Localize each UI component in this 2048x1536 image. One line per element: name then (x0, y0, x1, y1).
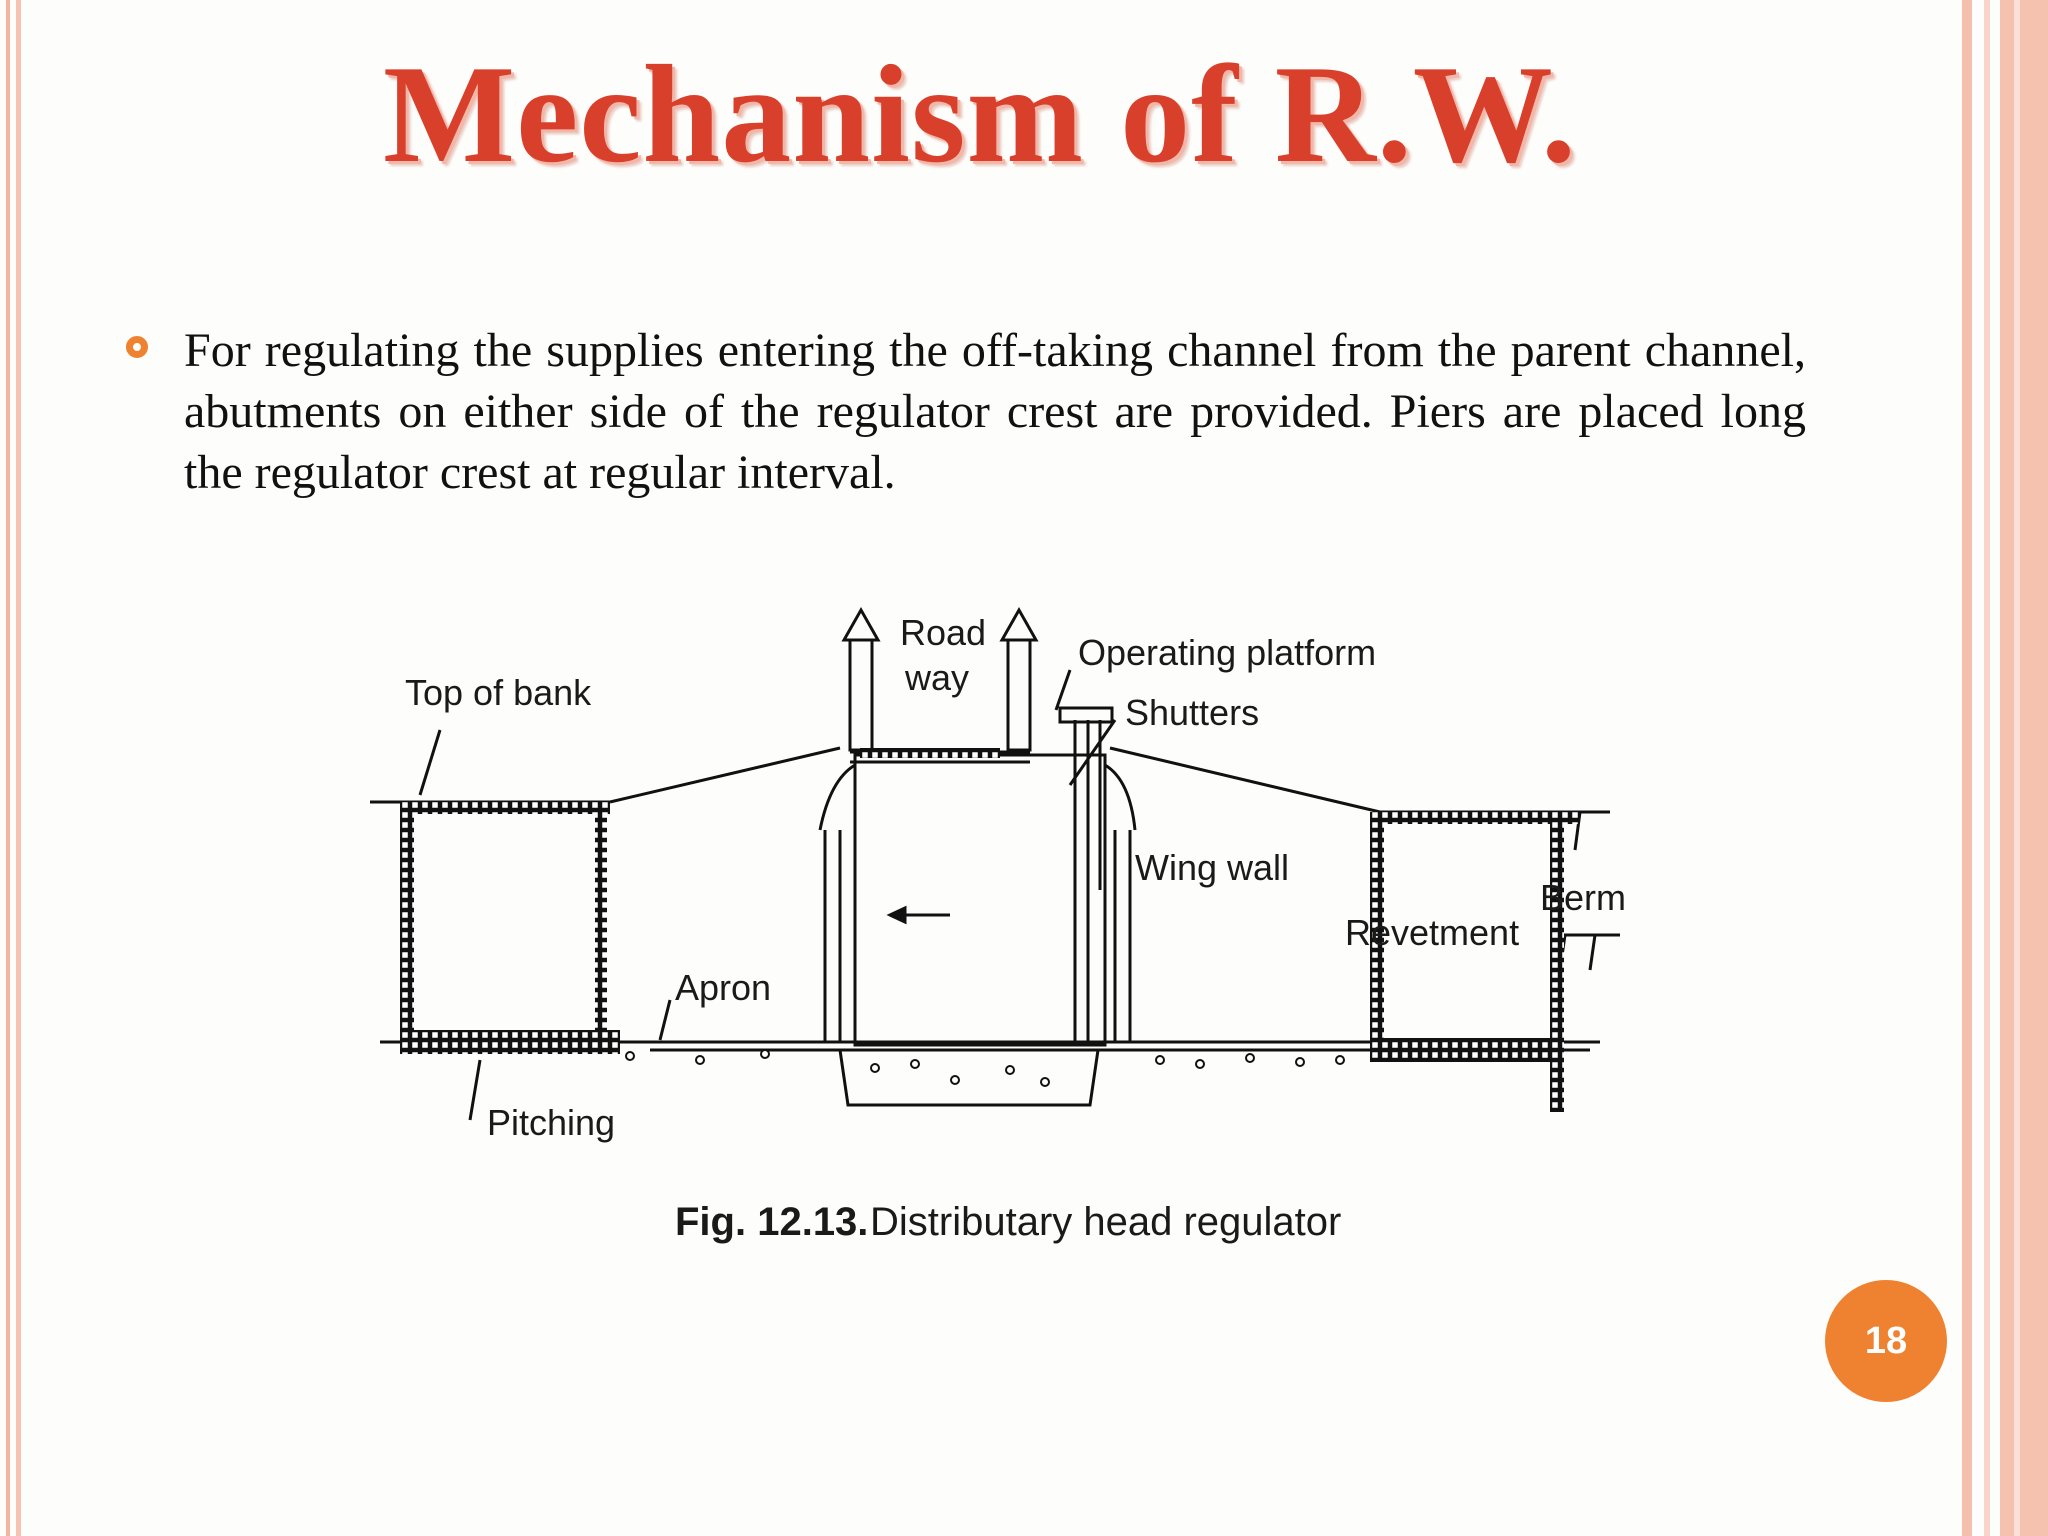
label-top-of-bank: Top of bank (405, 672, 592, 713)
road-post-cap-right (999, 606, 1039, 642)
operating-platform (1058, 706, 1114, 724)
leader-apron (658, 999, 672, 1041)
left-wing-slope (609, 746, 841, 804)
road-post-left (848, 638, 874, 752)
bullet-text: For regulating the supplies entering the… (184, 324, 1806, 499)
label-shutters: Shutters (1125, 692, 1259, 733)
label-berm: Berm (1540, 877, 1626, 918)
right-border-stripe (1984, 0, 1990, 1536)
leader-shutters (1068, 719, 1117, 786)
road-post-right (1006, 638, 1032, 752)
left-pier-head (818, 763, 856, 831)
label-operating-platform: Operating platform (1078, 632, 1376, 673)
right-border-stripe (1962, 0, 1972, 1536)
berm-tick (1588, 934, 1597, 971)
apron-stones (625, 1049, 1345, 1087)
road-post-cap-left (841, 606, 881, 642)
page-number-badge: 18 (1825, 1280, 1947, 1402)
right-pier-head (1104, 763, 1137, 831)
left-border-stripe (16, 0, 21, 1536)
right-wing-slope (1109, 746, 1381, 814)
right-border-stripe (2014, 0, 2020, 1536)
crest-trough (838, 1049, 1100, 1107)
label-revetment: Revetment (1345, 912, 1519, 953)
right-decorative-border (1962, 0, 2048, 1536)
pier-block (853, 753, 1107, 1047)
label-road: Road (900, 612, 986, 653)
masonry-hatching (400, 748, 1580, 1112)
leader-pitching (468, 1059, 482, 1121)
caption-figure-number: Fig. 12.13. (675, 1200, 868, 1244)
left-decorative-border (0, 0, 30, 1536)
bullet-circle-icon (126, 336, 148, 358)
left-border-stripe (6, 0, 10, 1536)
leader-top-of-bank (418, 729, 442, 796)
regulator-diagram: Top of bank Road way Operating platform … (370, 590, 1640, 1290)
label-apron: Apron (675, 967, 771, 1008)
regulator-diagram-svg: Top of bank Road way Operating platform … (370, 606, 1626, 1244)
leader-operating-platform (1054, 669, 1072, 711)
slide-title: Mechanism of R.W. (382, 37, 1577, 192)
arrow-head (886, 905, 907, 925)
label-way: way (904, 657, 969, 698)
label-pitching: Pitching (487, 1102, 615, 1143)
right-border-stripe (2000, 0, 2048, 1536)
label-wing-wall: Wing wall (1135, 847, 1289, 888)
caption-text: Distributary head regulator (870, 1200, 1341, 1244)
